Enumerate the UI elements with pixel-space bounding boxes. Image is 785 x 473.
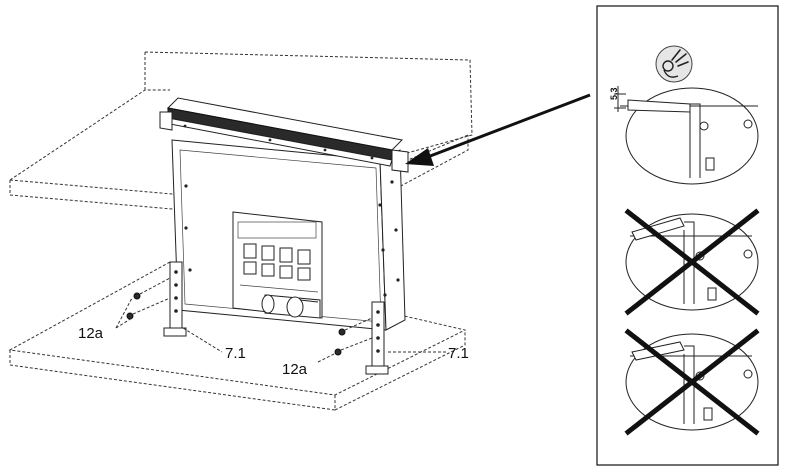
leader-7-1-left [182, 327, 223, 353]
leader-12a-right [317, 351, 339, 363]
screws-left [126, 277, 171, 320]
detail-correct: 5.3 [609, 45, 759, 185]
detail-pointer-arrow [405, 93, 591, 166]
downdraft-unit [159, 97, 409, 331]
label-12a-left: 12a [78, 325, 104, 342]
detail-panel: 5.3 [596, 5, 779, 466]
cross-icon [624, 208, 760, 316]
detail-wrong-2 [624, 328, 760, 436]
lower-worktop [8, 261, 467, 411]
screws-right [334, 317, 373, 356]
ok-hand-icon [655, 45, 693, 83]
cross-icon [624, 328, 760, 436]
label-12a-right: 12a [282, 361, 308, 378]
housing-screws [184, 180, 400, 297]
bracket-right [365, 301, 389, 375]
label-7-1-left: 7.1 [225, 345, 246, 362]
label-7-1-right: 7.1 [448, 345, 469, 362]
fan-module [232, 211, 323, 319]
bracket-left [163, 261, 187, 337]
detail-wrong-1 [624, 208, 760, 316]
leader-12a-left [115, 297, 133, 329]
dimension-label: 5.3 [609, 87, 619, 100]
